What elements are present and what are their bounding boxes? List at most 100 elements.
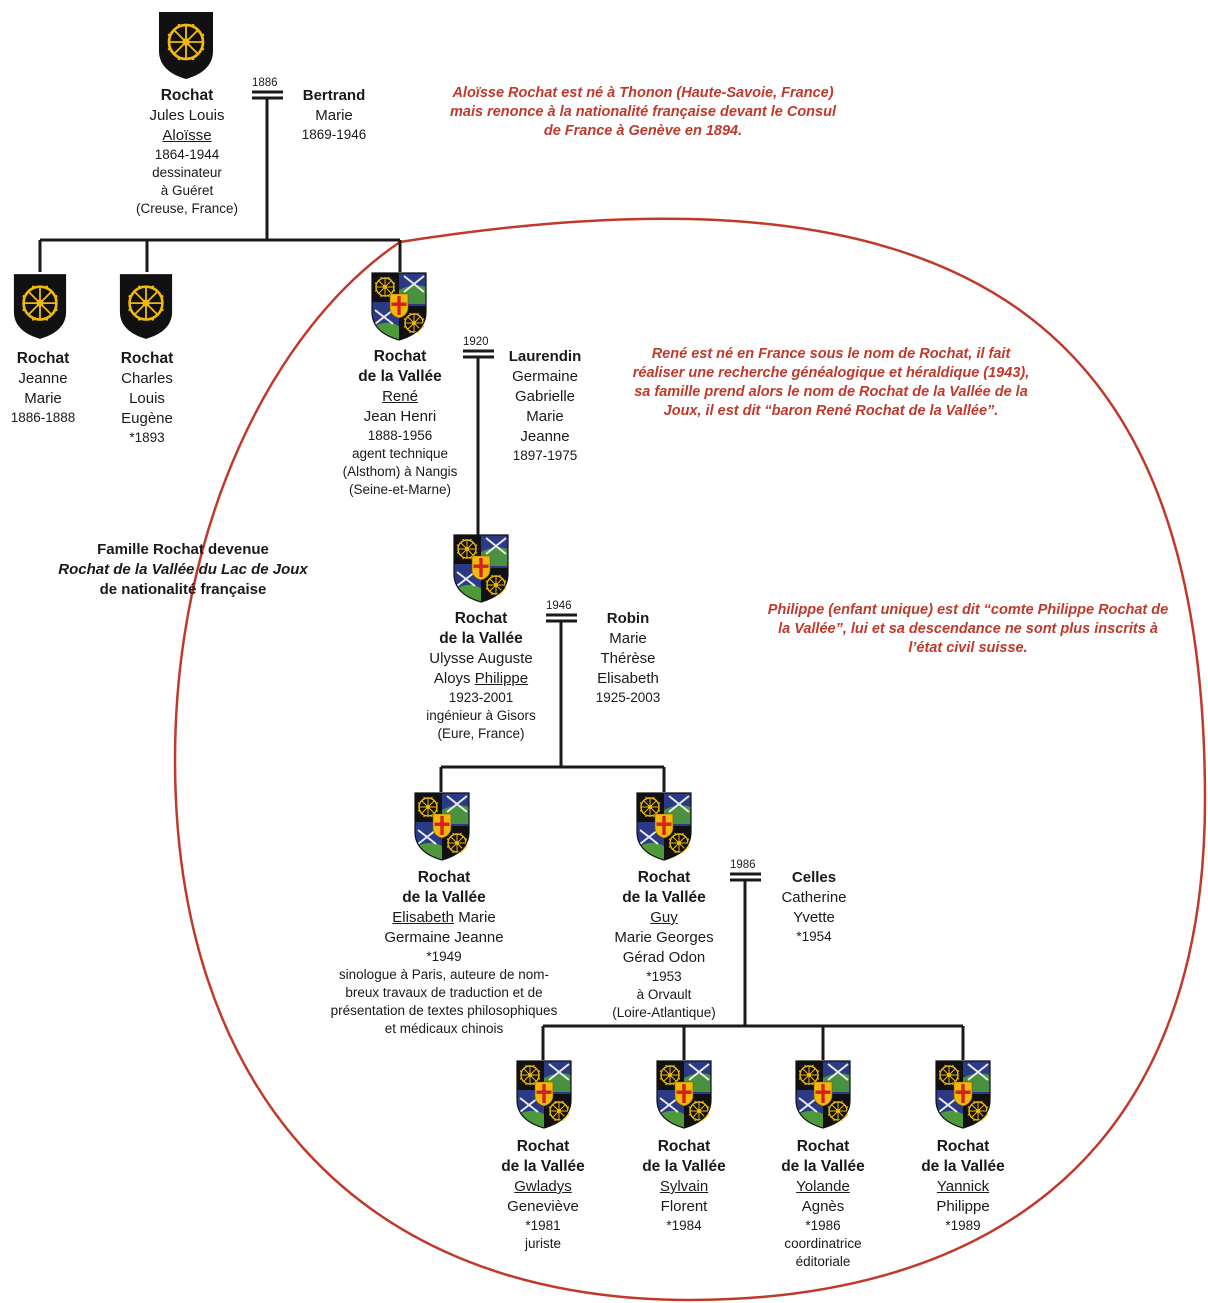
person-given-names: Germaine (512, 368, 578, 385)
person-yolande: Rochat de la Vallée Yolande Agnès *1986 … (763, 1137, 883, 1271)
person-jeanne: Rochat Jeanne Marie 1886-1888 (0, 349, 86, 427)
person-surname: de la Vallée (642, 1158, 726, 1175)
person-info: éditoriale (795, 1254, 851, 1269)
person-surname: Rochat (516, 1138, 570, 1155)
person-given-names: Marie Georges (614, 929, 714, 946)
person-surname: Celles (791, 869, 837, 886)
person-given-names: Catherine (781, 889, 847, 906)
person-first-name: Sylvain (659, 1178, 709, 1195)
person-dates: 1886-1888 (10, 410, 76, 425)
coat-of-arms-vallee-icon (414, 792, 470, 861)
coat-of-arms-vallee-icon (935, 1060, 991, 1129)
spouse-bertrand: Bertrand Marie 1869-1946 (284, 86, 384, 144)
person-surname: Rochat (796, 1138, 850, 1155)
coat-of-arms-wheel-icon (119, 274, 173, 339)
caption-line: de nationalité française (99, 581, 267, 598)
person-surname: Bertrand (302, 87, 366, 104)
nationality-ellipse (173, 217, 1207, 1302)
person-elisabeth: Rochat de la Vallée Elisabeth Marie Germ… (306, 868, 582, 1038)
person-given-names: Jeanne (18, 370, 68, 387)
person-charles: Rochat Charles Louis Eugène *1893 (104, 349, 190, 447)
person-surname: de la Vallée (781, 1158, 865, 1175)
person-given-names: Florent (660, 1198, 708, 1215)
person-first-name: René (382, 388, 418, 405)
person-given-names: Aloys (433, 670, 471, 687)
coat-of-arms-vallee-icon (371, 272, 427, 341)
person-surname: Rochat (657, 1138, 711, 1155)
connector-gen4 (541, 872, 965, 1060)
caption-family: Famille Rochat devenue Rochat de la Vall… (30, 540, 336, 600)
person-given-names: Gabrielle (514, 388, 576, 405)
person-dates: 1869-1946 (301, 127, 367, 142)
person-surname: Rochat (373, 348, 427, 365)
person-dates: *1981 (525, 1218, 561, 1233)
person-dates: *1893 (129, 430, 165, 445)
person-surname: de la Vallée (439, 630, 523, 647)
person-first-name: Yolande (796, 1178, 850, 1195)
person-surname: Rochat (637, 869, 691, 886)
person-surname: Rochat (417, 869, 471, 886)
person-info: (Eure, France) (437, 726, 525, 741)
marriage-year: 1946 (546, 600, 572, 612)
coat-of-arms-wheel-icon (159, 12, 213, 79)
person-dates: *1954 (796, 929, 832, 944)
person-info: présentation de textes philosophiques (330, 1003, 558, 1018)
connector-gen2 (463, 349, 494, 535)
person-given-names: Louis (129, 390, 165, 407)
person-given-names: Jeanne (520, 428, 570, 445)
person-info: (Alsthom) à Nangis (342, 464, 458, 479)
marriage-year: 1920 (463, 336, 489, 348)
note-philippe: Philippe (enfant unique) est dit “comte … (767, 602, 1169, 656)
coat-of-arms-wheel-icon (13, 274, 67, 339)
person-surname: Robin (606, 610, 650, 627)
person-dates: 1923-2001 (448, 690, 514, 705)
person-info: ingénieur à Gisors (426, 708, 536, 723)
person-surname: Rochat (16, 350, 70, 367)
person-first-name: Guy (650, 909, 678, 926)
person-philippe: Rochat de la Vallée Ulysse Auguste Aloys… (401, 609, 561, 743)
person-given-names: Agnès (801, 1198, 845, 1215)
person-surname: de la Vallée (622, 889, 706, 906)
person-surname: de la Vallée (358, 368, 442, 385)
spouse-robin: Robin Marie Thérèse Elisabeth 1925-2003 (578, 609, 678, 707)
person-given-names: Elisabeth (597, 670, 659, 687)
person-surname: de la Vallée (501, 1158, 585, 1175)
person-first-name: Elisabeth (392, 909, 455, 926)
caption-line: Rochat de la Vallée du Lac de Joux (58, 561, 308, 578)
coat-of-arms-vallee-icon (636, 792, 692, 861)
person-dates: *1986 (805, 1218, 841, 1233)
person-given-names: Germaine Jeanne (384, 929, 504, 946)
person-info: (Loire-Atlantique) (612, 1005, 716, 1020)
marriage-year: 1986 (730, 859, 756, 871)
person-info: dessinateur (152, 165, 222, 180)
person-surname: de la Vallée (921, 1158, 1005, 1175)
person-surname: de la Vallée (402, 889, 486, 906)
person-given-names: Jules Louis (149, 107, 225, 124)
person-sylvain: Rochat de la Vallée Sylvain Florent *198… (624, 1137, 744, 1235)
person-dates: 1864-1944 (154, 147, 220, 162)
person-info: juriste (524, 1236, 561, 1251)
person-info: à Orvault (636, 987, 692, 1002)
person-dates: *1949 (426, 949, 462, 964)
person-info: coordinatrice (784, 1236, 862, 1251)
person-given-names: Geneviève (507, 1198, 579, 1215)
person-first-name: Philippe (474, 670, 529, 687)
person-surname: Rochat (120, 350, 174, 367)
person-dates: 1925-2003 (595, 690, 661, 705)
person-given-names: Thérèse (600, 650, 656, 667)
person-yannick: Rochat de la Vallée Yannick Philippe *19… (903, 1137, 1023, 1235)
person-dates: *1989 (945, 1218, 981, 1233)
person-given-names: Charles (121, 370, 173, 387)
person-info: à Guéret (160, 183, 214, 198)
person-surname: Rochat (936, 1138, 990, 1155)
note-rene: René est né en France sous le nom de Roc… (632, 346, 1030, 419)
person-first-name: Gwladys (514, 1178, 572, 1195)
connector-gen1 (38, 90, 402, 272)
person-info: agent technique (351, 446, 449, 461)
person-first-name: Yannick (936, 1178, 990, 1195)
coat-of-arms-vallee-icon (656, 1060, 712, 1129)
person-given-names: Jean Henri (363, 408, 437, 425)
person-aloisse: Rochat Jules Louis Aloïsse 1864-1944 des… (107, 86, 267, 218)
